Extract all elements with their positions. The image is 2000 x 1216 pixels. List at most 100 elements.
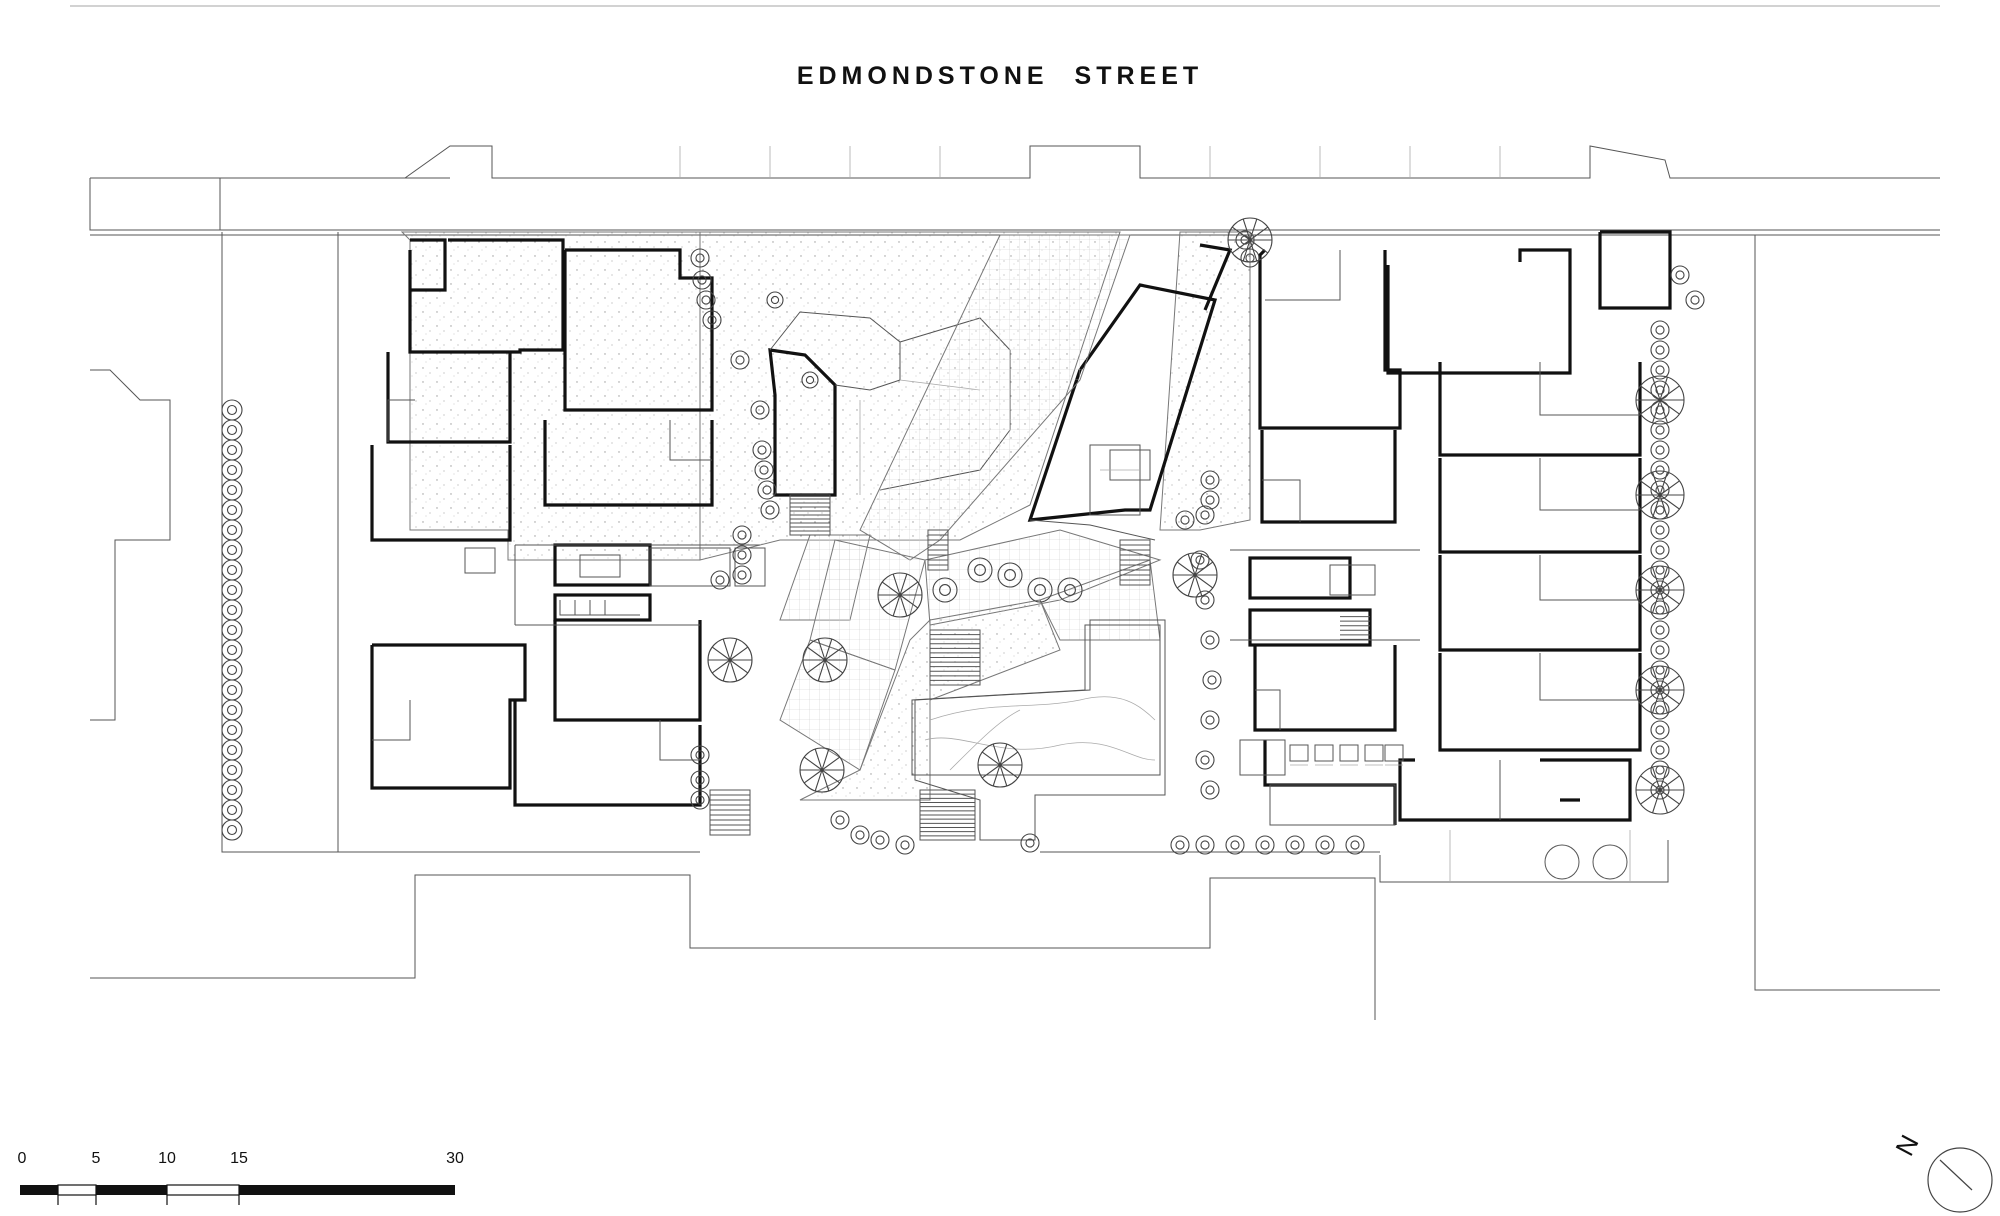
tree-icon (1020, 833, 1040, 853)
tree-icon (221, 639, 243, 661)
tree-icon (221, 459, 243, 481)
tree-icon (1650, 440, 1670, 460)
tree-icon (1650, 320, 1670, 340)
scale-label-15: 15 (230, 1150, 248, 1167)
tree-icon (1200, 780, 1220, 800)
tree-icon (1635, 565, 1685, 615)
tree-icon (1650, 380, 1670, 400)
tree-icon (977, 742, 1023, 788)
tree-icon (690, 790, 710, 810)
tree-icon (1057, 577, 1083, 603)
tree-icon (1650, 340, 1670, 360)
tree-icon (802, 637, 848, 683)
tree-icon (799, 747, 845, 793)
tree-icon (707, 637, 753, 683)
tree-icon (754, 460, 774, 480)
tree-icon (221, 579, 243, 601)
tree-icon (1650, 620, 1670, 640)
tree-icon (221, 799, 243, 821)
tree-icon (967, 557, 993, 583)
tree-icon (221, 739, 243, 761)
feature-trees (707, 217, 1273, 855)
tree-icon (692, 270, 712, 290)
tree-icon (766, 291, 784, 309)
tree-icon (1650, 740, 1670, 760)
tree-icon (221, 719, 243, 741)
stairs-group (709, 494, 1151, 841)
tree-icon (1195, 590, 1215, 610)
tree-icon (1172, 552, 1218, 598)
tree-icon (1202, 670, 1222, 690)
tree-icon (1635, 665, 1685, 715)
tree-icon (221, 599, 243, 621)
tree-icon (1650, 720, 1670, 740)
tree-icon (221, 679, 243, 701)
tree-icon (757, 480, 777, 500)
tree-icon (221, 499, 243, 521)
tree-icon (1255, 835, 1275, 855)
scale-label-30: 30 (446, 1150, 464, 1167)
tree-icon (1175, 510, 1195, 530)
tree-icon (221, 419, 243, 441)
tree-icon (997, 562, 1023, 588)
tree-icon (221, 819, 243, 841)
tree-icon (1635, 765, 1685, 815)
tree-icon (1685, 290, 1705, 310)
tree-icon (752, 440, 772, 460)
tree-row-east (1170, 230, 1705, 855)
tree-icon (221, 439, 243, 461)
tree-icon (877, 572, 923, 618)
tree-icon (1650, 360, 1670, 380)
tree-icon (221, 619, 243, 641)
tree-icon (710, 570, 730, 590)
tree-icon (690, 248, 710, 268)
tree-icon (895, 835, 915, 855)
tree-icon (1200, 710, 1220, 730)
tree-icon (801, 371, 819, 389)
tree-icon (1650, 500, 1670, 520)
scale-label-5: 5 (91, 1150, 101, 1167)
tree-icon (221, 659, 243, 681)
tree-icon (1285, 835, 1305, 855)
scale-label-10: 10 (158, 1150, 176, 1167)
tree-icon (1670, 265, 1690, 285)
tree-row-west (221, 399, 243, 841)
tree-icon (1345, 835, 1365, 855)
street-name-label: EDMONDSTONE STREET (796, 62, 1204, 90)
tree-icon (221, 539, 243, 561)
tree-icon (1315, 835, 1335, 855)
tree-icon (1190, 550, 1210, 570)
tree-icon (1650, 520, 1670, 540)
tree-icon (732, 565, 752, 585)
tree-icon (1170, 835, 1190, 855)
tree-row-west-courtyard (690, 248, 819, 810)
east-building-walls (1230, 230, 1672, 826)
street-edges (89, 145, 1940, 236)
tree-icon (1635, 470, 1685, 520)
tree-icon (1650, 460, 1670, 480)
tree-icon (702, 310, 722, 330)
tree-icon (1227, 217, 1273, 263)
tree-icon (732, 525, 752, 545)
tree-icon (1195, 835, 1215, 855)
tree-icon (221, 519, 243, 541)
tree-icon (1200, 630, 1220, 650)
tree-icon (730, 350, 750, 370)
tree-icon (690, 745, 710, 765)
scale-bar (20, 1184, 455, 1205)
tree-icon (221, 399, 243, 421)
tree-icon (1027, 577, 1053, 603)
tree-icon (1200, 490, 1220, 510)
west-courtyard-paving (400, 231, 701, 561)
east-courtyard-paving (1159, 231, 1251, 531)
tree-icon (750, 400, 770, 420)
tree-icon (696, 290, 716, 310)
tree-icon (690, 770, 710, 790)
tree-icon (850, 825, 870, 845)
tree-icon (1635, 375, 1685, 425)
scale-label-0: 0 (17, 1150, 27, 1167)
tree-icon (1225, 835, 1245, 855)
tree-icon (221, 699, 243, 721)
